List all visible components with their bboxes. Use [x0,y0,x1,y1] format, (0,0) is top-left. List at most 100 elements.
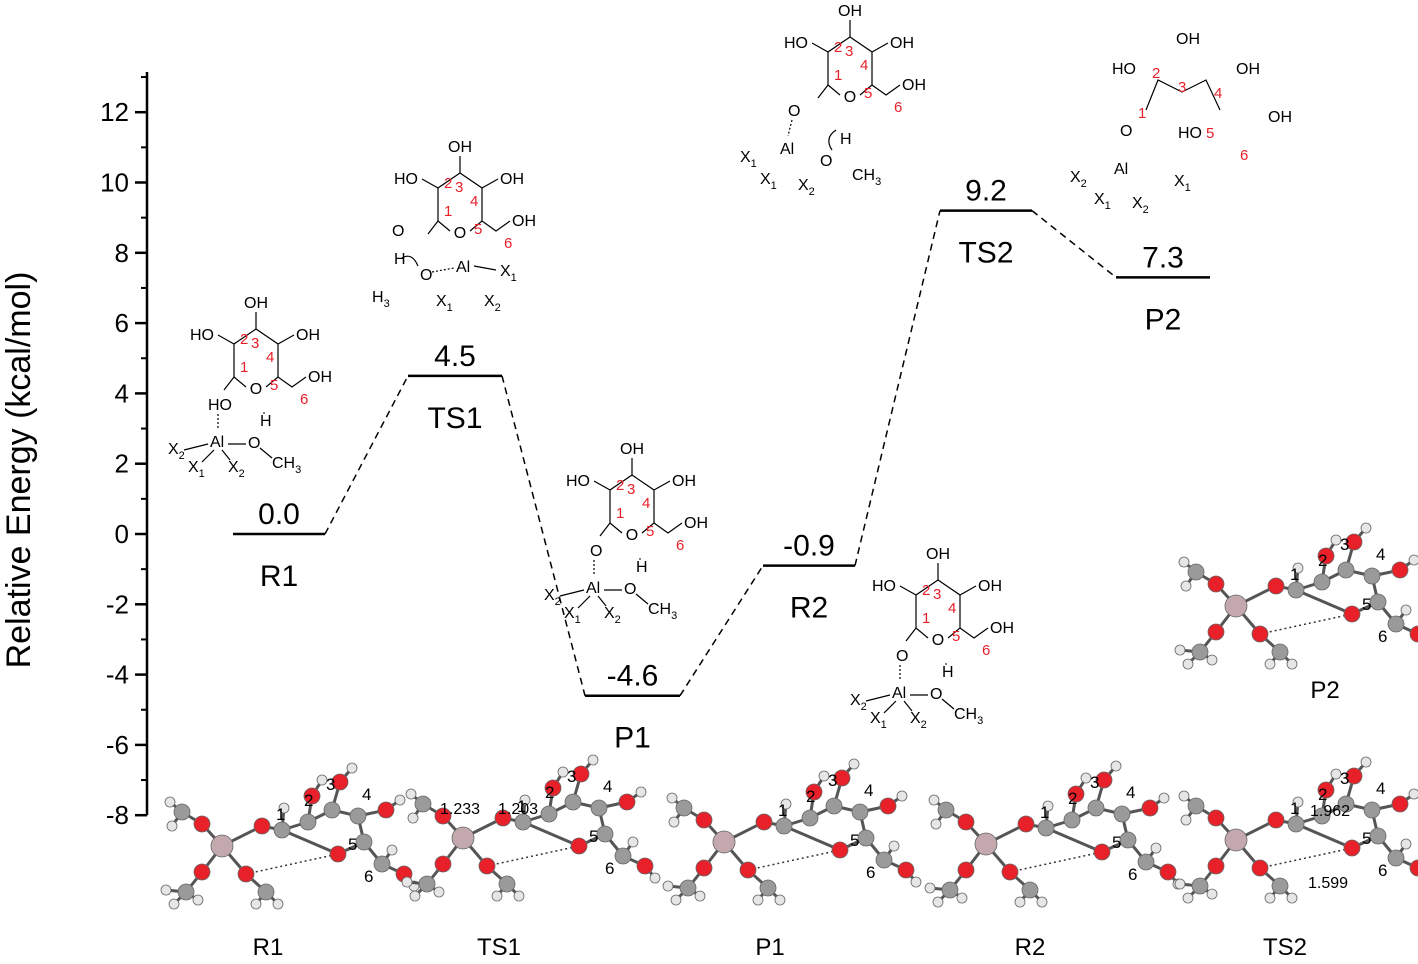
carbon-number: 3 [845,43,853,60]
atom-number: 4 [864,781,873,800]
carbon-number: 1 [922,610,930,627]
hydrogen-bond [1259,847,1353,869]
atom-number: 4 [1376,545,1385,564]
hydrogen-atom [168,898,180,910]
hydroxyl-label: OH [448,139,472,156]
bond [653,522,683,534]
carbon-atom [1387,615,1405,633]
carbon-number: 5 [646,523,654,540]
hydrogen-atom [192,894,204,906]
ring-bond [827,36,873,96]
hydroxyl-label: OH [512,213,536,230]
oxygen-atom [1345,533,1363,551]
hydrogen-atom [668,816,680,828]
methoxy-o: O [420,267,432,284]
hydrogen-atom [956,892,968,904]
hydrogen-atom [1080,772,1092,784]
ligand-x: X2 [604,605,621,626]
carbon-atom [675,799,693,817]
y-tick-label: 12 [100,97,129,127]
hydrogen-atom [1292,562,1304,574]
atom-number: 5 [1362,829,1371,848]
oxygen-atom [1343,605,1361,623]
oxygen-atom [1409,625,1418,643]
atom-number: 4 [1376,779,1385,798]
atom-number: 6 [1128,865,1137,884]
hydrogen-atom [1360,756,1372,768]
y-tick-label: 4 [115,378,129,408]
hydrogen-atom [1292,796,1304,808]
ring-bond [609,522,623,534]
connector-line [324,375,409,535]
distance-label: 1.203 [498,801,538,818]
hydrogen-label: H [394,251,406,268]
hydroxyl-label: OH [1268,109,1292,126]
oxygen-atom [478,857,496,875]
hydrogen-atom [666,792,678,804]
bond [593,480,611,491]
oxygen-atom [1095,771,1113,789]
hydrogen-atom [1264,658,1276,670]
anomeric-o: O [392,223,404,240]
atom-number: 5 [348,835,357,854]
atom-number: 6 [866,863,875,882]
oxygen-atom [331,773,349,791]
ring-bond [827,84,841,96]
hydrogen-atom [1408,788,1418,800]
methoxy-o: O [820,153,832,170]
methyl-label: CH3 [272,455,301,476]
bond [871,42,889,53]
y-tick-label: -8 [106,800,129,830]
curved-arrow [828,129,837,151]
hydroxyl-label: OH [926,546,950,563]
atom-number: 2 [545,783,554,802]
carbon-number: 1 [1138,105,1146,122]
hydroxyl-label: HO [566,473,590,490]
bond [905,627,917,642]
atom-number: 1 [778,801,787,820]
carbon-atom [1313,807,1331,825]
carbon-atom [851,803,869,821]
distance-label: 1.962 [1310,803,1350,820]
bond [217,334,235,345]
oxygen-atom [1267,811,1285,829]
carbon-number: 1 [240,359,248,376]
y-tick-label: 0 [115,519,129,549]
anomeric-o: O [590,543,602,560]
atom-number: 5 [850,831,859,850]
atom-number: 6 [1378,861,1387,880]
bond [421,178,439,189]
carbon-atom [1363,567,1381,585]
state-label-P2: P2 [1145,303,1182,336]
aluminum-atom [712,830,736,854]
oxygen-atom [618,793,636,811]
value-label-P1: -4.6 [607,660,659,693]
hydrogen-atom [1180,814,1192,826]
ligand-x: X2 [798,177,815,198]
ring-bond [437,172,483,232]
carbon-number: 6 [894,99,902,116]
value-label-R2: -0.9 [783,530,835,563]
carbon-atom [1337,795,1355,813]
oxygen-atom [636,857,654,875]
carbon-atom [1187,563,1205,581]
ring-bond [233,376,247,388]
carbon-number: 2 [834,39,842,56]
hydrogen-atom [409,890,421,902]
oxygen-atom [1317,781,1335,799]
hydrogen-atom [670,894,682,906]
hydroxyl-label: HO [394,171,418,188]
carbon-atom [373,855,391,873]
carbon-atom [1363,801,1381,819]
hydroxyl-label: OH [1236,61,1260,78]
hydrogen-atom [848,758,860,770]
oxygen-atom [237,865,255,883]
ligand-x: X1 [436,293,453,314]
atom-number: 5 [1362,595,1371,614]
carbon-number: 2 [922,582,930,599]
oxygen-atom [1141,799,1159,817]
